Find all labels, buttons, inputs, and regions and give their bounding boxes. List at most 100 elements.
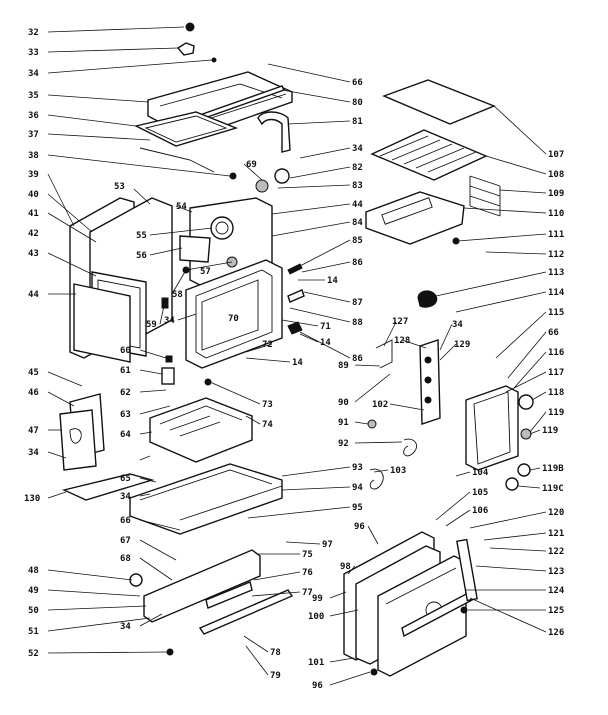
- callout-label: 85: [352, 236, 363, 246]
- callout-label: 102: [372, 400, 388, 410]
- callout-label: 116: [548, 348, 564, 358]
- callout-label: 113: [548, 268, 564, 278]
- callout-label: 69: [246, 160, 257, 170]
- callout-label: 128: [394, 336, 410, 346]
- callout-label: 61: [120, 366, 131, 376]
- callout-label: 35: [28, 91, 39, 101]
- callout-label: 66: [548, 328, 559, 338]
- knob-69: [255, 179, 269, 193]
- callout-label: 56: [136, 251, 147, 261]
- callout-label: 74: [262, 420, 273, 430]
- callout-label: 57: [200, 267, 211, 277]
- callout-label: 130: [24, 494, 40, 504]
- callout-label: 70: [228, 314, 239, 324]
- callout-label: 114: [548, 288, 565, 298]
- callout-label: 104: [472, 468, 489, 478]
- callout-label: 44: [28, 290, 39, 300]
- callout-label: 78: [270, 648, 281, 658]
- callout-label: 120: [548, 508, 564, 518]
- callout-label: 34: [352, 144, 363, 154]
- callout-label: 36: [28, 111, 39, 121]
- bar-76: [205, 581, 253, 609]
- callout-label: 79: [270, 671, 281, 681]
- callout-label: 54: [176, 202, 187, 212]
- callout-label: 109: [548, 189, 564, 199]
- callout-label: 80: [352, 98, 363, 108]
- callout-label: 40: [28, 190, 39, 200]
- callout-label: 86: [352, 258, 363, 268]
- callout-label: 67: [120, 536, 131, 546]
- callout-label: 60: [120, 346, 131, 356]
- knob-82: [274, 168, 290, 184]
- callout-label: 77: [302, 588, 313, 598]
- element-56: [179, 235, 211, 263]
- callout-label: 68: [120, 554, 131, 564]
- callout-label: 47: [28, 426, 39, 436]
- callout-label: 92: [338, 439, 349, 449]
- callout-label: 86: [352, 354, 363, 364]
- switch-60: [165, 355, 173, 363]
- callout-label: 53: [114, 182, 125, 192]
- callout-label: 72: [262, 340, 273, 350]
- callout-label: 89: [338, 361, 349, 371]
- bracket-86: [287, 321, 303, 335]
- frame-36: [133, 111, 239, 147]
- callout-label: 34: [120, 492, 131, 502]
- bolt-85: [287, 263, 303, 275]
- spring-119: [520, 428, 532, 440]
- tube-81: [257, 111, 291, 153]
- motor-113: [417, 290, 438, 308]
- drawer-base-94: [129, 463, 283, 535]
- switch-61: [161, 367, 175, 385]
- rack-109: [469, 175, 501, 217]
- callout-label: 119C: [542, 484, 564, 494]
- callout-label: 66: [120, 516, 131, 526]
- callout-label: 51: [28, 627, 39, 637]
- callout-label: 122: [548, 547, 564, 557]
- callout-label: 33: [28, 48, 39, 58]
- callout-label: 34: [452, 320, 463, 330]
- rail-78: [198, 589, 294, 635]
- callout-label: 125: [548, 606, 564, 616]
- callout-label: 71: [320, 322, 331, 332]
- callout-label: 46: [28, 388, 39, 398]
- callout-label: 94: [352, 483, 363, 493]
- callout-label: 124: [548, 586, 565, 596]
- clip-59: [161, 297, 169, 309]
- callout-labels: 32 33 34 35 36 37 38 39 40 41 42 43 44 4…: [24, 28, 565, 691]
- callout-label: 62: [120, 388, 131, 398]
- callout-label: 83: [352, 181, 363, 191]
- callout-label: 41: [28, 209, 39, 219]
- callout-label: 95: [352, 503, 363, 513]
- wire-92: [403, 438, 417, 457]
- callout-label: 105: [472, 488, 488, 498]
- kick-panel-77: [143, 549, 261, 623]
- callout-label: 127: [392, 317, 408, 327]
- knob-119b: [517, 463, 531, 477]
- callout-label: 119: [548, 408, 564, 418]
- callout-label: 123: [548, 567, 564, 577]
- panel-110: [365, 191, 465, 245]
- connector-91: [367, 419, 377, 429]
- callout-label: 81: [352, 117, 363, 127]
- callout-label: 84: [352, 218, 363, 228]
- callout-label: 91: [338, 418, 349, 428]
- callout-label: 38: [28, 151, 39, 161]
- callout-label: 112: [548, 250, 564, 260]
- callout-label: 76: [302, 568, 313, 578]
- callout-label: 14: [292, 358, 303, 368]
- callout-label: 96: [354, 522, 365, 532]
- callout-label: 107: [548, 150, 564, 160]
- callout-label: 115: [548, 308, 564, 318]
- callout-label: 119: [542, 426, 558, 436]
- callout-label: 14: [327, 276, 338, 286]
- callout-label: 64: [120, 430, 131, 440]
- callout-label: 93: [352, 463, 363, 473]
- callout-label: 117: [548, 368, 564, 378]
- screw-73: [204, 378, 212, 386]
- callout-label: 65: [120, 474, 131, 484]
- callout-label: 14: [320, 338, 331, 348]
- callout-label: 44: [352, 200, 363, 210]
- callout-label: 63: [120, 410, 131, 420]
